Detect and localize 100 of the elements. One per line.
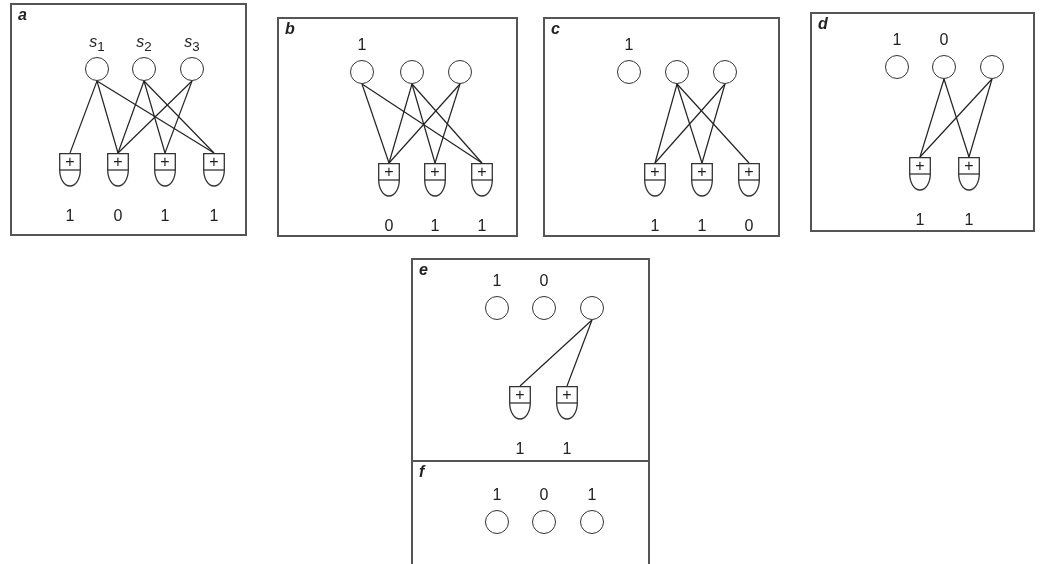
connection-line	[566, 319, 593, 387]
connection-line	[69, 80, 98, 154]
plus-sign: +	[429, 163, 441, 180]
variable-node-circle	[532, 510, 556, 534]
connection-line	[968, 78, 993, 158]
check-node-symbol	[738, 163, 760, 197]
connection-line	[164, 80, 193, 154]
check-node-symbol	[59, 153, 81, 187]
variable-node-circle	[132, 57, 156, 81]
check-node-symbol	[203, 153, 225, 187]
panel-frame	[277, 17, 518, 237]
plus-sign: +	[112, 153, 124, 170]
bit-value-label: 1	[429, 217, 441, 235]
panel-frame	[411, 258, 650, 462]
check-node-symbol	[909, 157, 931, 191]
connection-line	[676, 83, 703, 164]
bit-value-label: 1	[649, 217, 661, 235]
bit-value-label: 1	[891, 31, 903, 49]
plus-sign: +	[383, 163, 395, 180]
plus-sign: +	[476, 163, 488, 180]
connection-line	[96, 80, 119, 154]
bit-value-label: 1	[208, 207, 220, 225]
connection-line	[434, 83, 461, 164]
check-node-symbol	[644, 163, 666, 197]
bit-value-label: 1	[491, 486, 503, 504]
plus-sign: +	[561, 386, 573, 403]
bit-value-label: s$_{2}$	[135, 33, 153, 57]
variable-node-circle	[980, 55, 1004, 79]
bit-value-label: 1	[586, 486, 598, 504]
connection-line	[361, 83, 483, 164]
plus-sign: +	[514, 386, 526, 403]
variable-node-circle	[580, 296, 604, 320]
variable-node-circle	[85, 57, 109, 81]
check-node-symbol	[154, 153, 176, 187]
connection-line	[701, 83, 726, 164]
bit-value-label: 1	[963, 211, 975, 229]
connection-line	[676, 83, 750, 164]
bit-value-label: 0	[383, 217, 395, 235]
variable-node-circle	[400, 60, 424, 84]
plus-sign: +	[963, 157, 975, 174]
variable-node-circle	[485, 510, 509, 534]
connection-line	[388, 83, 461, 164]
connection-line	[519, 319, 593, 387]
bit-value-label: 1	[623, 36, 635, 54]
panel-frame	[411, 460, 650, 564]
variable-node-circle	[713, 60, 737, 84]
check-node-symbol	[958, 157, 980, 191]
panel-letter: e	[419, 261, 428, 279]
plus-sign: +	[159, 153, 171, 170]
variable-node-circle	[885, 55, 909, 79]
connection-line	[117, 80, 193, 154]
connection-line	[919, 78, 945, 158]
variable-node-circle	[350, 60, 374, 84]
check-node-symbol	[691, 163, 713, 197]
panel-frame	[810, 12, 1035, 232]
check-node-symbol	[378, 163, 400, 197]
plus-sign: +	[64, 153, 76, 170]
panel-letter: c	[551, 20, 560, 38]
variable-node-circle	[180, 57, 204, 81]
connection-line	[143, 80, 215, 154]
bit-value-label: 1	[914, 211, 926, 229]
connection-line	[654, 83, 678, 164]
bit-value-label: 0	[538, 272, 550, 290]
check-node-symbol	[509, 386, 531, 420]
bit-value-label: 1	[696, 217, 708, 235]
variable-node-circle	[580, 510, 604, 534]
variable-node-circle	[932, 55, 956, 79]
plus-sign: +	[649, 163, 661, 180]
bit-value-label: 0	[743, 217, 755, 235]
bit-value-label: 1	[476, 217, 488, 235]
panel-letter: b	[285, 20, 295, 38]
connection-line	[411, 83, 483, 164]
panel-letter: a	[18, 6, 27, 24]
plus-sign: +	[914, 157, 926, 174]
check-node-symbol	[107, 153, 129, 187]
connection-line	[919, 78, 993, 158]
bit-value-label: 1	[491, 272, 503, 290]
variable-node-circle	[485, 296, 509, 320]
check-node-symbol	[424, 163, 446, 197]
connection-line	[411, 83, 436, 164]
variable-node-circle	[665, 60, 689, 84]
bit-value-label: 1	[159, 207, 171, 225]
panel-letter: d	[818, 15, 828, 33]
bit-value-label: s$_{1}$	[88, 33, 106, 57]
bit-value-label: s$_{3}$	[183, 33, 201, 57]
bit-value-label: 1	[64, 207, 76, 225]
bit-value-label: 0	[938, 31, 950, 49]
check-node-symbol	[471, 163, 493, 197]
connection-line	[388, 83, 413, 164]
check-node-symbol	[556, 386, 578, 420]
connection-line	[143, 80, 166, 154]
panel-frame	[543, 17, 780, 237]
bit-value-label: 1	[356, 36, 368, 54]
plus-sign: +	[208, 153, 220, 170]
connection-line	[117, 80, 145, 154]
plus-sign: +	[743, 163, 755, 180]
plus-sign: +	[696, 163, 708, 180]
bit-value-label: 1	[514, 440, 526, 458]
variable-node-circle	[532, 296, 556, 320]
connection-line	[654, 83, 726, 164]
